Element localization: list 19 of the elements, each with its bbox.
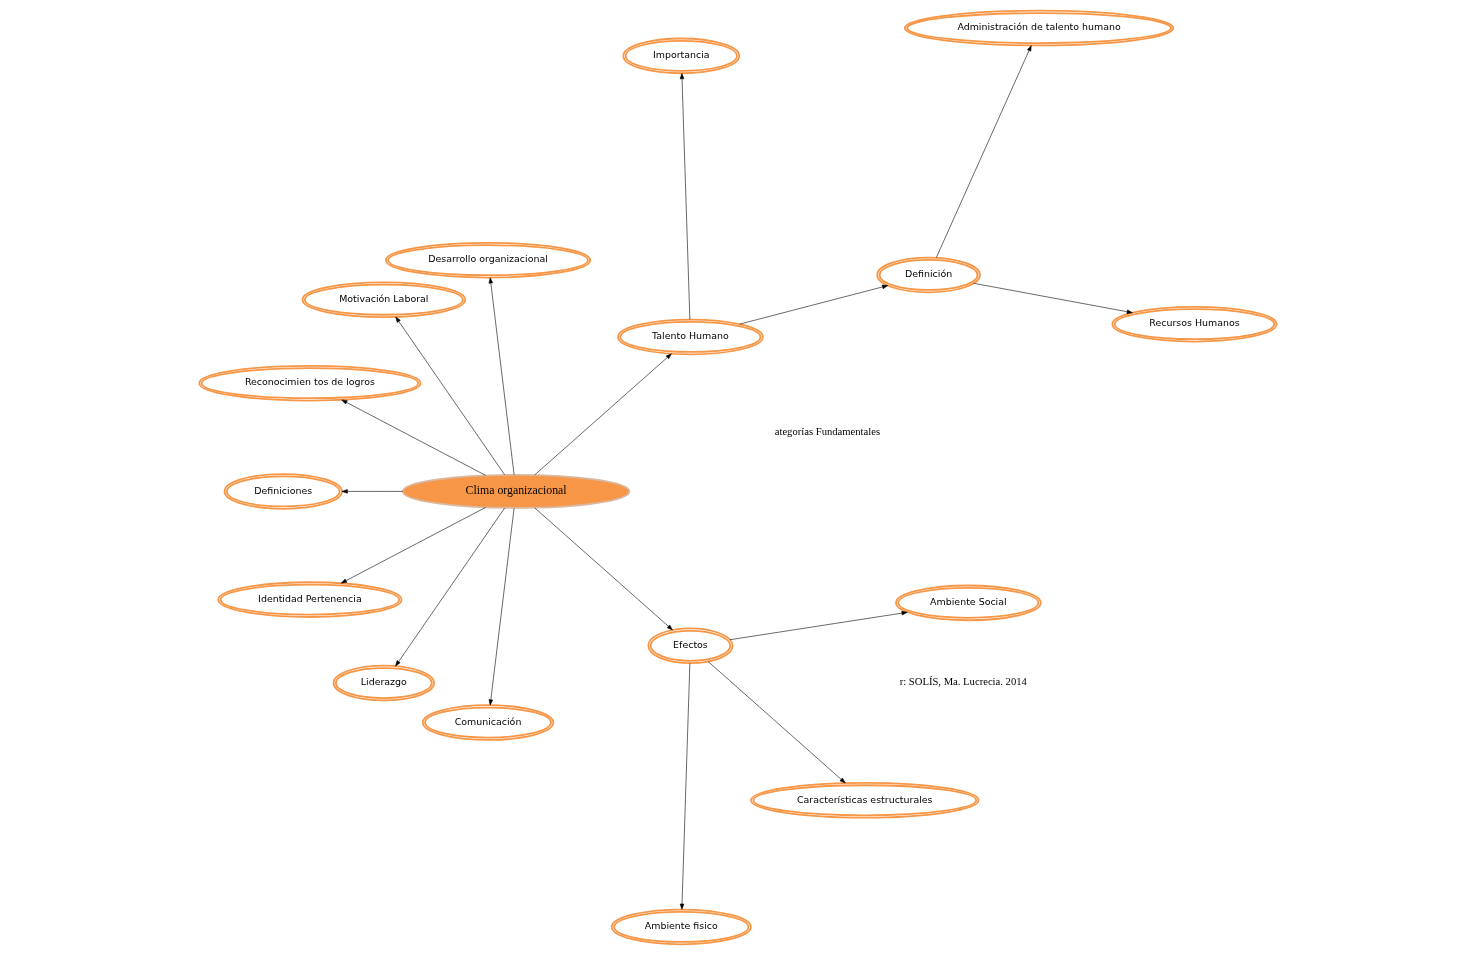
arrow [395,316,505,475]
node-ellipse: Clima organizacional [401,473,631,509]
arrow [708,661,846,784]
label: ategorías Fundamentales [774,425,881,437]
arrow [488,277,515,475]
arrow [534,507,673,631]
arrow [534,353,672,476]
arrow [679,663,691,910]
arrow [739,284,889,325]
arrow [488,507,515,706]
arrow [341,399,486,476]
arrow [341,489,404,494]
arrow [340,507,486,584]
arrow [973,283,1133,314]
arrow [395,507,505,667]
arrow [936,45,1032,258]
label: r: SOLÍS, Ma. Lucrecia. 2014 [899,676,1027,688]
arrow [729,611,908,640]
arrow [679,73,691,320]
